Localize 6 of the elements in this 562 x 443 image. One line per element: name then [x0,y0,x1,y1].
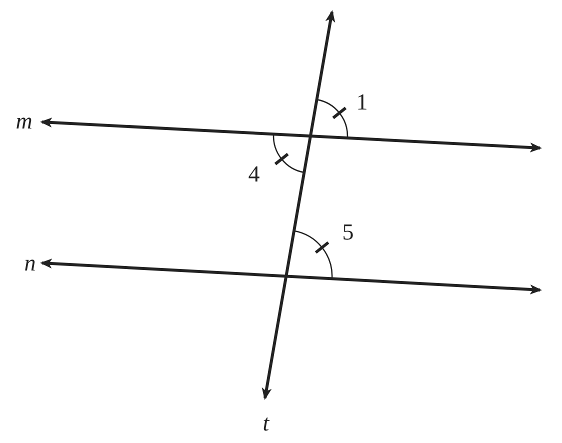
angle-label: 1 [356,90,368,114]
line-label: n [24,252,36,274]
angle-label: 5 [342,220,354,244]
angle-label: 4 [248,162,260,186]
line-label: m [16,110,32,132]
line-label: t [262,412,270,434]
